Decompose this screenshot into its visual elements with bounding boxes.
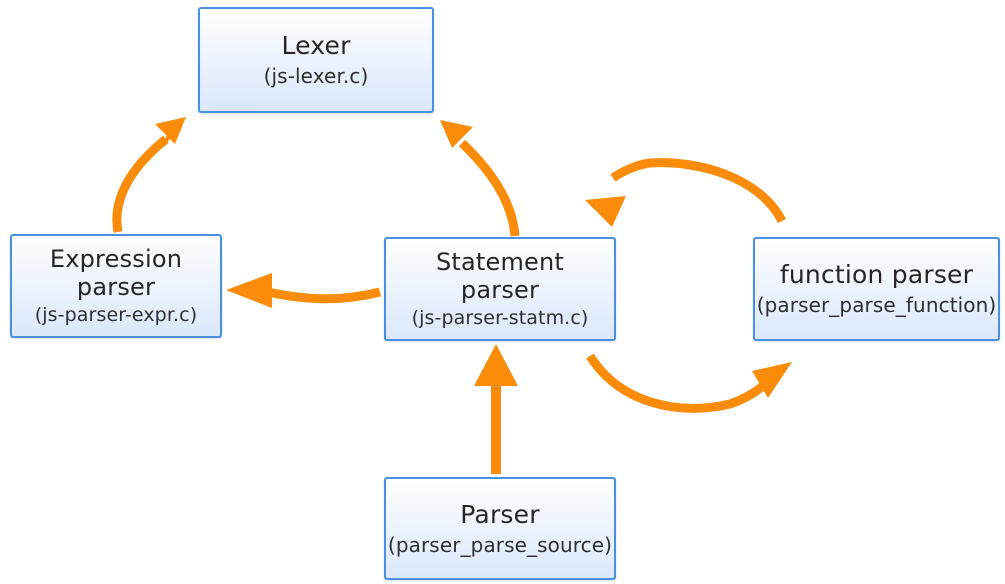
node-function-parser-subtitle: (parser_parse_function) (756, 293, 997, 317)
node-lexer[interactable]: Lexer (js-lexer.c) (198, 7, 434, 113)
edge-statement-to-lexer (440, 120, 520, 237)
edge-parser-to-statement (474, 344, 518, 474)
node-parser-title: Parser (460, 499, 540, 529)
node-expression-parser-subtitle: (js-parser-expr.c) (34, 304, 198, 326)
node-statement-parser-subtitle: (js-parser-statm.c) (411, 307, 589, 329)
node-function-parser-title: function parser (779, 260, 974, 289)
node-function-parser[interactable]: function parser (parser_parse_function) (753, 237, 1000, 341)
node-statement-parser-title: Statement parser (435, 248, 565, 304)
node-parser[interactable]: Parser (parser_parse_source) (384, 477, 616, 580)
node-lexer-title: Lexer (281, 31, 351, 60)
edge-function-to-statement (585, 158, 787, 227)
node-statement-parser[interactable]: Statement parser (js-parser-statm.c) (384, 237, 616, 341)
node-expression-parser-title: Expression parser (49, 245, 183, 301)
node-lexer-subtitle: (js-lexer.c) (263, 64, 369, 88)
edge-statement-to-expression (226, 273, 382, 308)
edge-expression-to-lexer (112, 117, 186, 233)
node-expression-parser[interactable]: Expression parser (js-parser-expr.c) (10, 234, 222, 338)
edge-statement-to-function (586, 353, 792, 413)
node-parser-subtitle: (parser_parse_source) (387, 532, 613, 557)
